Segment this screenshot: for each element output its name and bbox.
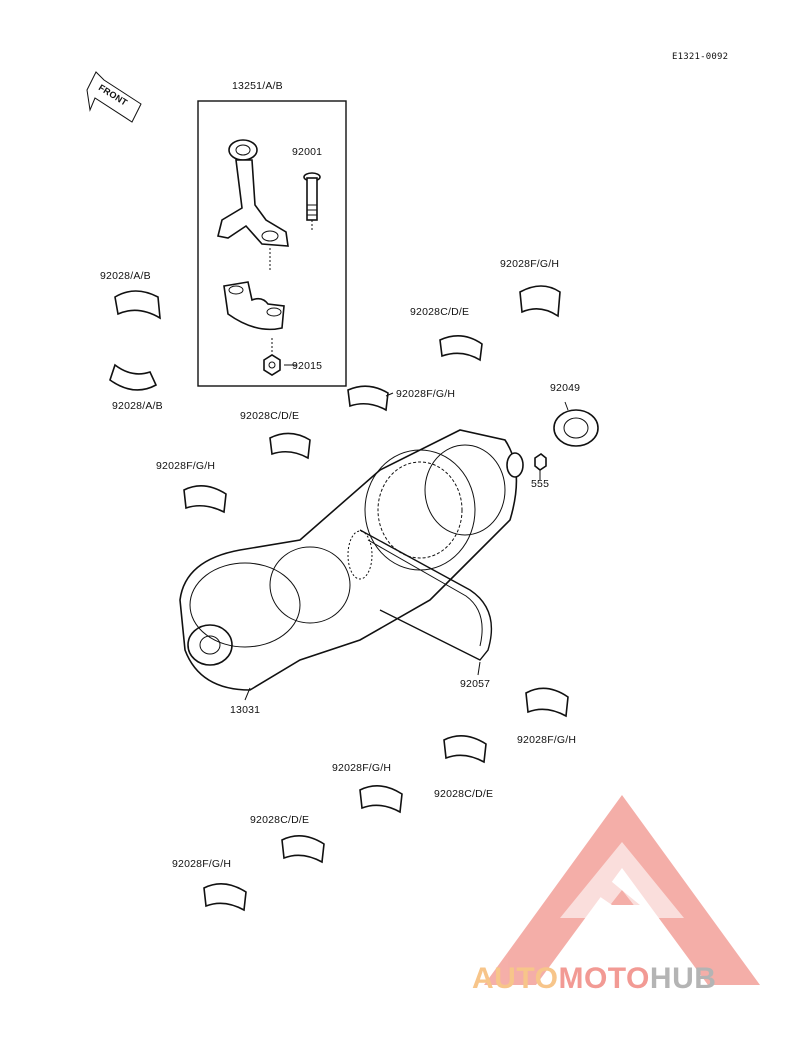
label-bearing-fgh-2: 92028F/G/H <box>396 388 456 400</box>
watermark-wordmark: AUTOMOTOHUB <box>472 962 716 996</box>
label-crankshaft: 13031 <box>230 704 261 716</box>
label-bearing-fgh-6: 92028F/G/H <box>172 858 232 870</box>
conrod-nut-icon <box>263 338 281 376</box>
diagram-code: E1321-0092 <box>672 52 729 62</box>
label-bearing-fgh-3: 92028F/G/H <box>156 460 216 472</box>
bearing-shell-icon <box>109 285 569 912</box>
connecting-rod-icon <box>217 139 289 247</box>
cam-chain-icon <box>359 529 493 661</box>
label-bearing-fgh-5: 92028F/G/H <box>332 762 392 774</box>
label-bearing-cde-2: 92028C/D/E <box>240 410 300 422</box>
front-arrow-icon <box>86 71 142 123</box>
label-bearing-fgh-1: 92028F/G/H <box>500 258 560 270</box>
watermark-moto: MOTO <box>558 962 650 995</box>
crankshaft-icon <box>179 429 524 691</box>
label-bearing-cde-4: 92028C/D/E <box>250 814 310 826</box>
conrod-assembly-box <box>197 100 347 387</box>
label-bearing-cde-1: 92028C/D/E <box>410 306 470 318</box>
oil-seal-icon <box>553 409 599 447</box>
watermark-hub: HUB <box>649 962 717 995</box>
conrod-bolt-icon <box>303 172 321 232</box>
label-bearing-fgh-4: 92028F/G/H <box>517 734 577 746</box>
label-cam-chain: 92057 <box>460 678 491 690</box>
conrod-cap-icon <box>223 281 285 331</box>
leader-lines <box>244 364 569 701</box>
label-pin: 555 <box>531 478 550 490</box>
pin-icon <box>534 453 547 471</box>
watermark-auto: AUTO <box>472 962 559 995</box>
label-bearing-cde-3: 92028C/D/E <box>434 788 494 800</box>
label-conrod-bolt: 92001 <box>292 146 323 158</box>
label-conrod-nut: 92015 <box>292 360 323 372</box>
label-conrod-assembly: 13251/A/B <box>232 80 283 92</box>
watermark-logo-icon <box>484 795 760 985</box>
label-bearing-ab-bottom: 92028/A/B <box>112 400 163 412</box>
label-bearing-ab-top: 92028/A/B <box>100 270 151 282</box>
label-oil-seal: 92049 <box>550 382 581 394</box>
